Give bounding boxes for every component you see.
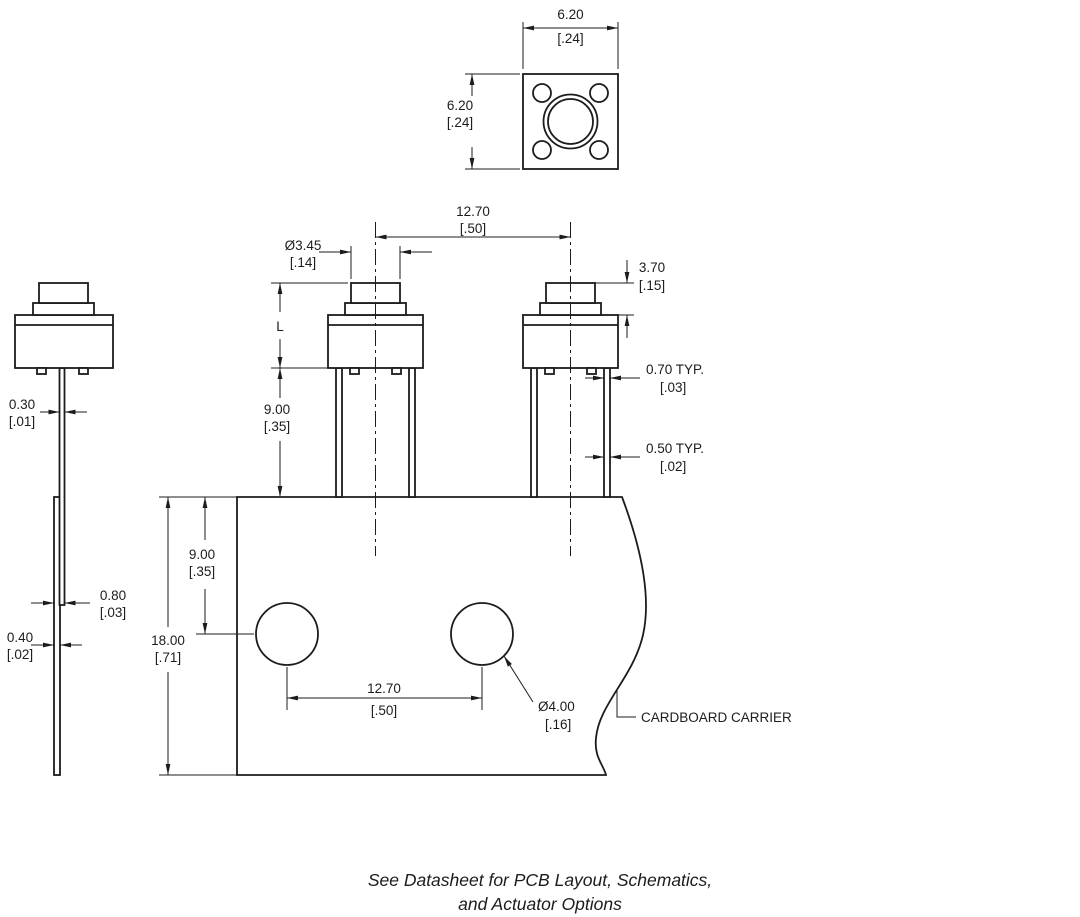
carrier-label: CARDBOARD CARRIER	[616, 690, 792, 725]
standoff	[36, 367, 47, 375]
leader-line	[503, 655, 534, 703]
switch-side-view	[14, 282, 114, 776]
dim-text-in: [.24]	[447, 115, 473, 130]
dim-top-height: 6.20 [.24]	[447, 73, 520, 170]
dim-text-in: [.02]	[7, 647, 33, 662]
dim-text-mm: 18.00	[151, 633, 185, 648]
dim-text-label: L	[276, 319, 284, 334]
carrier-outline	[236, 496, 647, 776]
dim-text-in: [.15]	[639, 278, 665, 293]
dim-text-in: [.01]	[9, 414, 35, 429]
dim-text-mm: 0.50 TYP.	[646, 441, 704, 456]
actuator-circle-inner	[547, 98, 594, 145]
leader-line	[616, 690, 636, 718]
dim-actuator-height: 3.70 [.15]	[595, 260, 665, 338]
dim-text-mm: 9.00	[189, 547, 215, 562]
dim-actuator-diameter: Ø3.45 [.14]	[285, 238, 432, 279]
footer-note-line2: and Actuator Options	[458, 894, 622, 914]
dim-text-mm: Ø4.00	[538, 699, 575, 714]
dim-text-mm: 0.70 TYP.	[646, 362, 704, 377]
lead	[603, 367, 611, 498]
corner-terminal-circle	[589, 140, 609, 160]
dim-text-in: [.14]	[290, 255, 316, 270]
switch-2-front-view	[522, 222, 619, 556]
dim-hole-pitch: 12.70 [.50]	[286, 667, 483, 718]
dim-text-mm: 3.70	[639, 260, 665, 275]
carrier-hole-left	[255, 602, 319, 666]
switch-top-view	[522, 73, 619, 170]
carrier-label-text: CARDBOARD CARRIER	[641, 710, 792, 725]
footer-note: See Datasheet for PCB Layout, Schematics…	[368, 870, 712, 914]
dim-side-clinch: 0.80 [.03]	[31, 588, 126, 620]
lead	[530, 367, 538, 498]
dim-text-in: [.71]	[155, 650, 181, 665]
carrier-strip-edge	[53, 496, 61, 776]
standoff	[391, 367, 402, 375]
dim-text-mm: Ø3.45	[285, 238, 322, 253]
dim-hole-diameter: Ø4.00 [.16]	[503, 655, 575, 732]
dim-lead-thickness: 0.70 TYP. [.03]	[585, 362, 704, 395]
dim-text-in: [.35]	[264, 419, 290, 434]
actuator-flange-side	[32, 302, 95, 316]
lead	[408, 367, 416, 498]
dim-text-in: [.24]	[557, 31, 583, 46]
standoff	[544, 367, 555, 375]
dim-text-mm: 0.30	[9, 397, 35, 412]
dim-text-in: [.50]	[371, 703, 397, 718]
dim-switch-pitch: 12.70 [.50]	[375, 204, 571, 240]
dim-text-mm: 9.00	[264, 402, 290, 417]
dim-text-in: [.35]	[189, 564, 215, 579]
footer-note-line1: See Datasheet for PCB Layout, Schematics…	[368, 870, 712, 890]
dim-text-mm: 0.80	[100, 588, 126, 603]
dim-lead-width: 0.50 TYP. [.02]	[585, 441, 704, 474]
actuator-side	[38, 282, 89, 304]
carrier-hole-right	[450, 602, 514, 666]
carrier-front-view	[236, 496, 647, 776]
standoff	[78, 367, 89, 375]
standoff	[349, 367, 360, 375]
dim-text-mm: 6.20	[557, 7, 583, 22]
dim-hole-offset: 9.00 [.35]	[159, 496, 254, 635]
dim-text-mm: 6.20	[447, 98, 473, 113]
switch-1-front-view	[327, 222, 424, 556]
dim-text-mm: 12.70	[456, 204, 490, 219]
dim-side-carrier-thickness: 0.40 [.02]	[7, 630, 82, 662]
dim-text-in: [.02]	[660, 459, 686, 474]
lead	[335, 367, 343, 498]
lead-side	[58, 367, 66, 606]
dim-lead-length: 9.00 [.35]	[264, 368, 290, 497]
corner-terminal-circle	[532, 83, 552, 103]
dim-top-width: 6.20 [.24]	[522, 7, 619, 69]
dim-text-mm: 0.40	[7, 630, 33, 645]
corner-terminal-circle	[589, 83, 609, 103]
standoff	[586, 367, 597, 375]
switch-body-side	[14, 314, 114, 369]
corner-terminal-circle	[532, 140, 552, 160]
dim-text-mm: 12.70	[367, 681, 401, 696]
dim-text-in: [.03]	[660, 380, 686, 395]
dim-text-in: [.16]	[545, 717, 571, 732]
dim-switch-height-L: L	[271, 282, 348, 369]
dim-side-lead-thickness: 0.30 [.01]	[9, 397, 87, 429]
dim-carrier-total-width: 18.00 [.71]	[151, 497, 237, 776]
dim-text-in: [.03]	[100, 605, 126, 620]
dim-text-in: [.50]	[460, 221, 486, 236]
